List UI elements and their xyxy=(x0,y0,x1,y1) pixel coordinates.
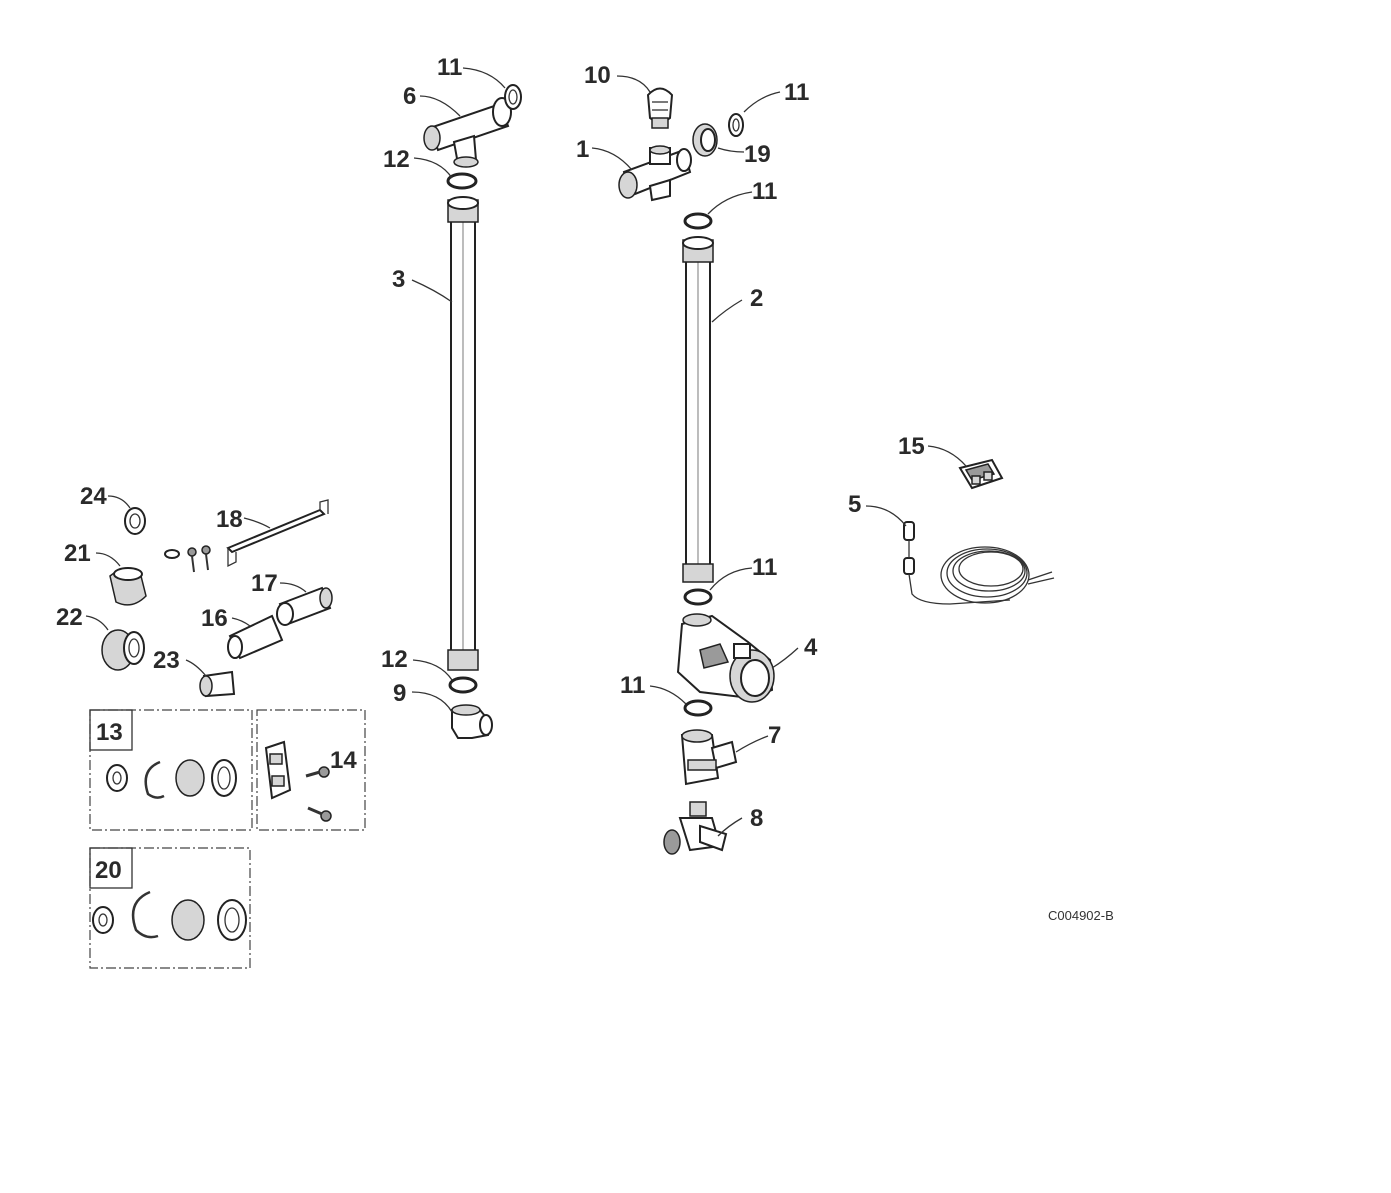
callout-4: 4 xyxy=(804,634,818,661)
callout-20: 20 xyxy=(95,857,122,884)
part-19-nut xyxy=(692,123,718,157)
callout-9: 9 xyxy=(393,680,406,707)
kit-14-box xyxy=(256,709,366,831)
callout-11-upper: 11 xyxy=(752,178,777,205)
callout-24: 24 xyxy=(80,483,107,510)
callout-18: 18 xyxy=(216,506,243,533)
part-15-connector xyxy=(958,458,1004,490)
drawing-code: C004902-B xyxy=(1048,908,1114,923)
callout-2: 2 xyxy=(750,285,763,312)
part-18-bracket xyxy=(226,499,329,568)
callout-8: 8 xyxy=(750,805,763,832)
callout-15: 15 xyxy=(898,433,925,460)
part-11-o-ring-right-top xyxy=(728,113,744,137)
part-11-o-ring-upper xyxy=(683,212,713,230)
callout-12-lower: 12 xyxy=(381,646,408,673)
part-10-air-vent xyxy=(646,87,674,129)
part-16-sleeve xyxy=(227,614,284,660)
callout-12-upper: 12 xyxy=(383,146,410,173)
kit-13-box xyxy=(89,709,253,831)
kit-20-box xyxy=(89,847,251,969)
callout-5: 5 xyxy=(848,491,861,518)
callout-23: 23 xyxy=(153,647,180,674)
part-3-pipe xyxy=(447,196,479,671)
callout-11-lower: 11 xyxy=(620,672,645,699)
callout-16: 16 xyxy=(201,605,228,632)
part-9-elbow xyxy=(451,704,493,739)
callout-1: 1 xyxy=(576,136,589,163)
callout-3: 3 xyxy=(392,266,405,293)
part-4-pump xyxy=(676,613,775,703)
part-12-washer-upper xyxy=(446,172,478,190)
part-21-cap-nut xyxy=(109,567,147,606)
callout-labels: 11 6 12 3 12 9 10 1 11 19 11 2 11 4 11 7… xyxy=(56,54,925,884)
callout-22: 22 xyxy=(56,604,83,631)
part-18-screws xyxy=(164,545,211,573)
part-11-o-ring-middle xyxy=(683,588,713,606)
callout-11-middle: 11 xyxy=(752,554,777,581)
leader-lines xyxy=(85,67,967,837)
part-2-pipe xyxy=(682,236,714,583)
part-17-coupling xyxy=(276,586,333,626)
part-22-adapter xyxy=(101,629,145,671)
part-11-o-ring-lower xyxy=(683,699,713,717)
callout-6: 6 xyxy=(403,83,416,110)
part-5-temperature-sensor xyxy=(903,521,1055,605)
callout-14: 14 xyxy=(330,747,357,774)
callout-21: 21 xyxy=(64,540,91,567)
callout-7: 7 xyxy=(768,722,781,749)
part-8-drain-valve xyxy=(663,801,728,855)
part-7-valve xyxy=(680,729,738,786)
part-12-washer-lower xyxy=(448,676,478,694)
callout-19: 19 xyxy=(744,141,771,168)
part-24-ring xyxy=(124,507,146,535)
part-6-tee-fitting xyxy=(423,97,512,168)
callout-17: 17 xyxy=(251,570,278,597)
part-11-o-ring-top-left xyxy=(504,84,522,110)
callout-11-right-top: 11 xyxy=(784,79,809,106)
callout-10: 10 xyxy=(584,62,611,89)
part-1-cross-fitting xyxy=(618,145,692,202)
callout-13: 13 xyxy=(96,719,123,746)
callout-11-top-left: 11 xyxy=(437,54,462,81)
part-23-bushing xyxy=(199,670,236,698)
